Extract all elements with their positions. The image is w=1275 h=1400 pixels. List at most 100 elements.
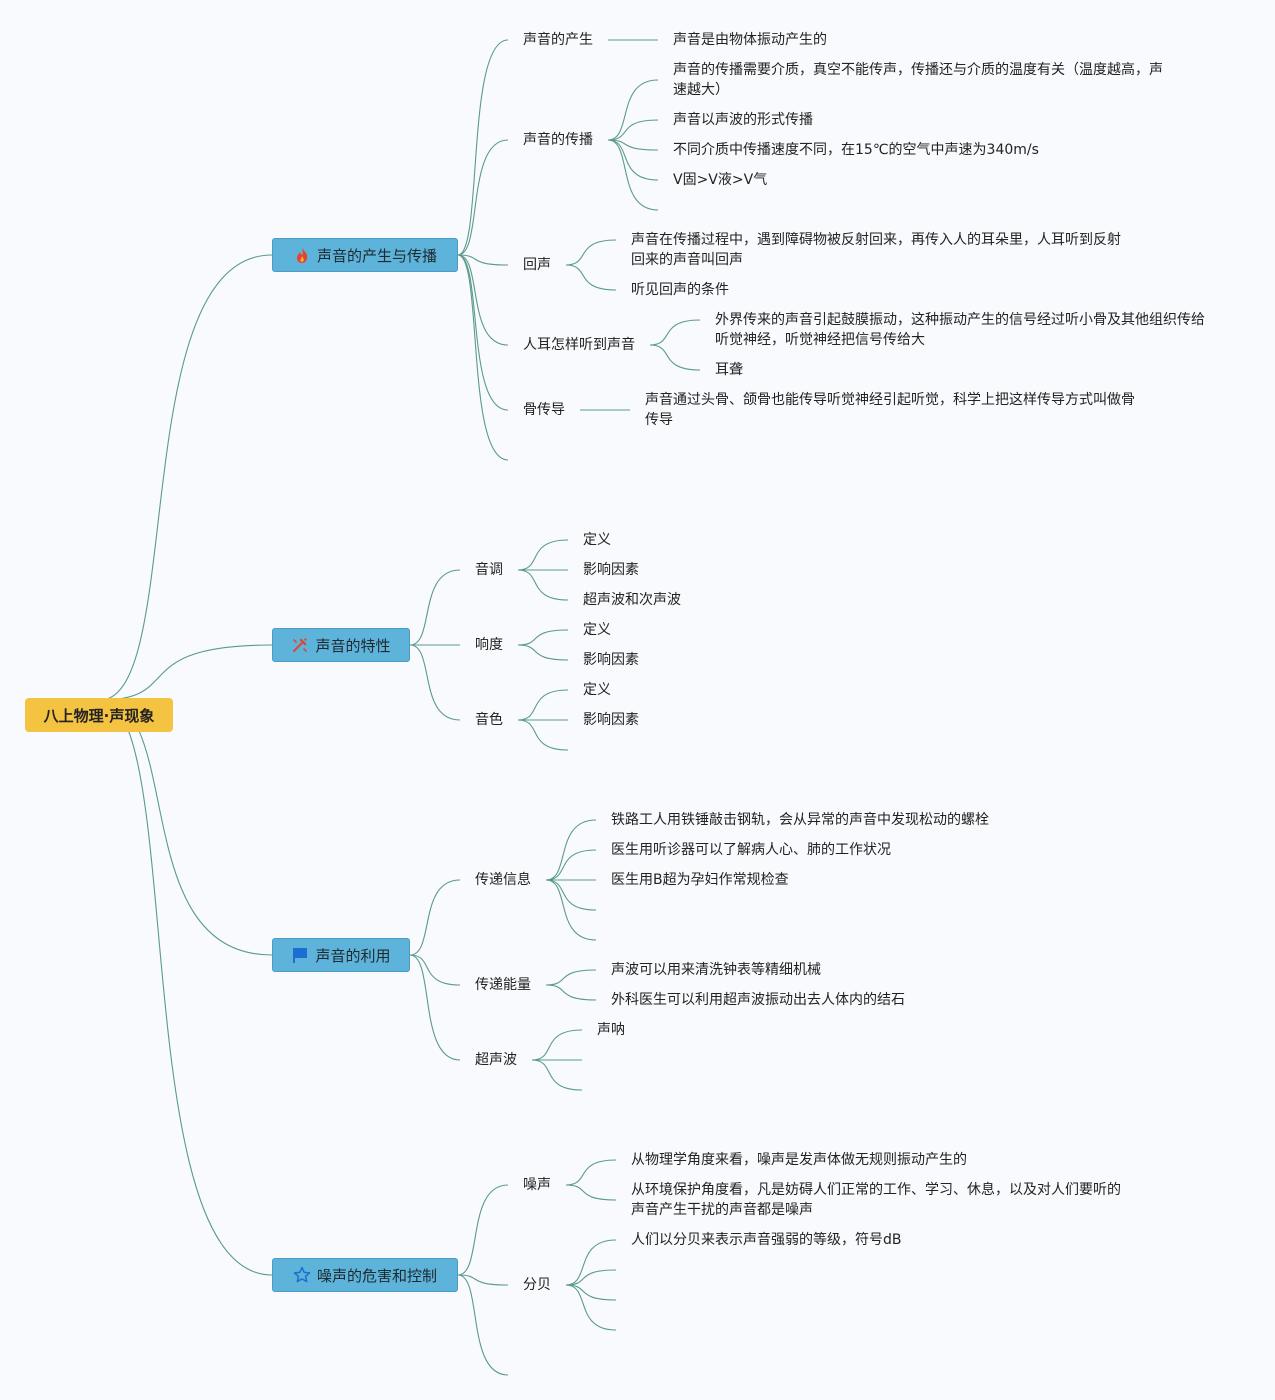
leaf-text[interactable]: V固>V液>V气 [673, 172, 768, 188]
connector-line [565, 1284, 617, 1301]
topic-echo[interactable]: 回声 [523, 257, 551, 273]
branch-label: 声音的利用 [315, 946, 391, 965]
topic-loudness[interactable]: 响度 [475, 637, 503, 653]
connector-line [99, 699, 273, 956]
leaf-text[interactable]: 声音以声波的形式传播 [673, 112, 813, 128]
leaf-text[interactable]: 定义 [583, 622, 611, 638]
leaf-text[interactable]: 听见回声的条件 [631, 282, 729, 298]
branch-noise-control[interactable]: 噪声的危害和控制 [272, 1258, 458, 1292]
connector-line [531, 1029, 583, 1061]
leaf-text[interactable]: 声音在传播过程中，遇到障碍物被反射回来，再传入人的耳朵里，人耳听到反射回来的声音… [631, 232, 1121, 268]
connector-line [607, 139, 659, 151]
connector-line [565, 1269, 617, 1286]
topic-transmit-energy[interactable]: 传递能量 [475, 977, 531, 993]
branch-sound-characteristics[interactable]: 声音的特性 [272, 628, 410, 662]
leaf-text[interactable]: 不同介质中传播速度不同，在15℃的空气中声速为340m/s [673, 142, 1039, 158]
connector-line [517, 689, 569, 721]
branch-label: 噪声的危害和控制 [316, 1266, 437, 1285]
root-label: 八上物理·声现象 [43, 706, 155, 725]
topic-how-ear-hears[interactable]: 人耳怎样听到声音 [523, 337, 635, 353]
leaf-text[interactable]: 影响因素 [583, 652, 639, 668]
leaf-text[interactable]: 铁路工人用铁锤敲击钢轨，会从异常的声音中发现松动的螺栓 [611, 812, 989, 828]
connector-line [517, 719, 569, 751]
connector-line [649, 319, 701, 346]
connector-line [607, 139, 659, 211]
topic-noise[interactable]: 噪声 [523, 1177, 551, 1193]
leaf-text[interactable]: 影响因素 [583, 712, 639, 728]
connector-line [409, 954, 461, 1061]
branch-label: 声音的特性 [315, 636, 391, 655]
leaf-text[interactable]: 声音是由物体振动产生的 [673, 32, 827, 48]
connector-line [457, 1274, 509, 1286]
topic-transmit-info[interactable]: 传递信息 [475, 872, 531, 888]
leaf-text[interactable]: 定义 [583, 532, 611, 548]
connector-line [457, 254, 509, 266]
connector-line [545, 969, 597, 986]
connector-line [517, 569, 569, 601]
leaf-text[interactable]: 从物理学角度来看，噪声是发声体做无规则振动产生的 [631, 1152, 967, 1168]
connector-line [457, 254, 509, 461]
connector-line [565, 239, 617, 266]
connector-line [457, 254, 509, 411]
connector-line [517, 629, 569, 646]
connector-line [545, 819, 597, 881]
leaf-text[interactable]: 耳聋 [715, 362, 743, 378]
connector-line [565, 1284, 617, 1331]
leaf-text[interactable]: 外界传来的声音引起鼓膜振动，这种振动产生的信号经过听小骨及其他组织传给听觉神经，… [715, 312, 1205, 348]
connector-line [649, 344, 701, 371]
connector-line [545, 849, 597, 881]
leaf-text[interactable]: 医生用听诊器可以了解病人心、肺的工作状况 [611, 842, 891, 858]
connector-line [457, 39, 509, 256]
flag-icon [291, 946, 309, 964]
fire-icon [293, 246, 311, 264]
leaf-text[interactable]: 从环境保护角度看，凡是妨碍人们正常的工作、学习、休息，以及对人们要听的声音产生干… [631, 1182, 1121, 1218]
leaf-text[interactable]: 声波可以用来清洗钟表等精细机械 [611, 962, 821, 978]
leaf-text[interactable]: 定义 [583, 682, 611, 698]
tools-icon [291, 636, 309, 654]
leaf-text[interactable]: 声音通过头骨、颌骨也能传导听觉神经引起听觉，科学上把这样传导方式叫做骨传导 [645, 392, 1135, 428]
connector-line [457, 1184, 509, 1276]
topic-ultrasound[interactable]: 超声波 [475, 1052, 517, 1068]
topic-sound-production[interactable]: 声音的产生 [523, 32, 593, 48]
branch-sound-uses[interactable]: 声音的利用 [272, 938, 410, 972]
connector-line [409, 644, 461, 721]
connector-line [607, 119, 659, 141]
leaf-text[interactable]: 医生用B超为孕妇作常规检查 [611, 872, 789, 888]
leaf-text[interactable]: 影响因素 [583, 562, 639, 578]
connector-line [517, 644, 569, 661]
connector-line [409, 879, 461, 956]
connector-line [545, 879, 597, 911]
topic-bone-conduction[interactable]: 骨传导 [523, 402, 565, 418]
connector-line [607, 79, 659, 141]
topic-timbre[interactable]: 音色 [475, 712, 503, 728]
leaf-text[interactable]: 外科医生可以利用超声波振动出去人体内的结石 [611, 992, 905, 1008]
leaf-text[interactable]: 人们以分贝来表示声音强弱的等级，符号dB [631, 1232, 902, 1248]
connector-line [565, 1239, 617, 1286]
leaf-text[interactable]: 声音的传播需要介质，真空不能传声，传播还与介质的温度有关（温度越高，声速越大） [673, 62, 1163, 98]
branch-label: 声音的产生与传播 [316, 246, 437, 265]
connector-line [457, 139, 509, 256]
connector-line [545, 984, 597, 1001]
connector-line [607, 139, 659, 181]
connector-line [517, 539, 569, 571]
connector-line [99, 699, 273, 1276]
connector-line [457, 1274, 509, 1376]
topic-decibel[interactable]: 分贝 [523, 1277, 551, 1293]
root-topic[interactable]: 八上物理·声现象 [25, 698, 173, 732]
connector-line [531, 1059, 583, 1091]
connector-line [565, 1184, 617, 1201]
connector-line [565, 264, 617, 291]
leaf-text[interactable]: 超声波和次声波 [583, 592, 681, 608]
connector-line [99, 254, 273, 701]
connector-line [457, 254, 509, 346]
connector-line [99, 644, 273, 701]
connector-line [409, 569, 461, 646]
connector-line [545, 879, 597, 941]
connector-line [409, 954, 461, 986]
topic-pitch[interactable]: 音调 [475, 562, 503, 578]
leaf-text[interactable]: 声呐 [597, 1022, 625, 1038]
star-icon [293, 1266, 311, 1284]
topic-sound-propagation[interactable]: 声音的传播 [523, 132, 593, 148]
branch-sound-production-propagation[interactable]: 声音的产生与传播 [272, 238, 458, 272]
